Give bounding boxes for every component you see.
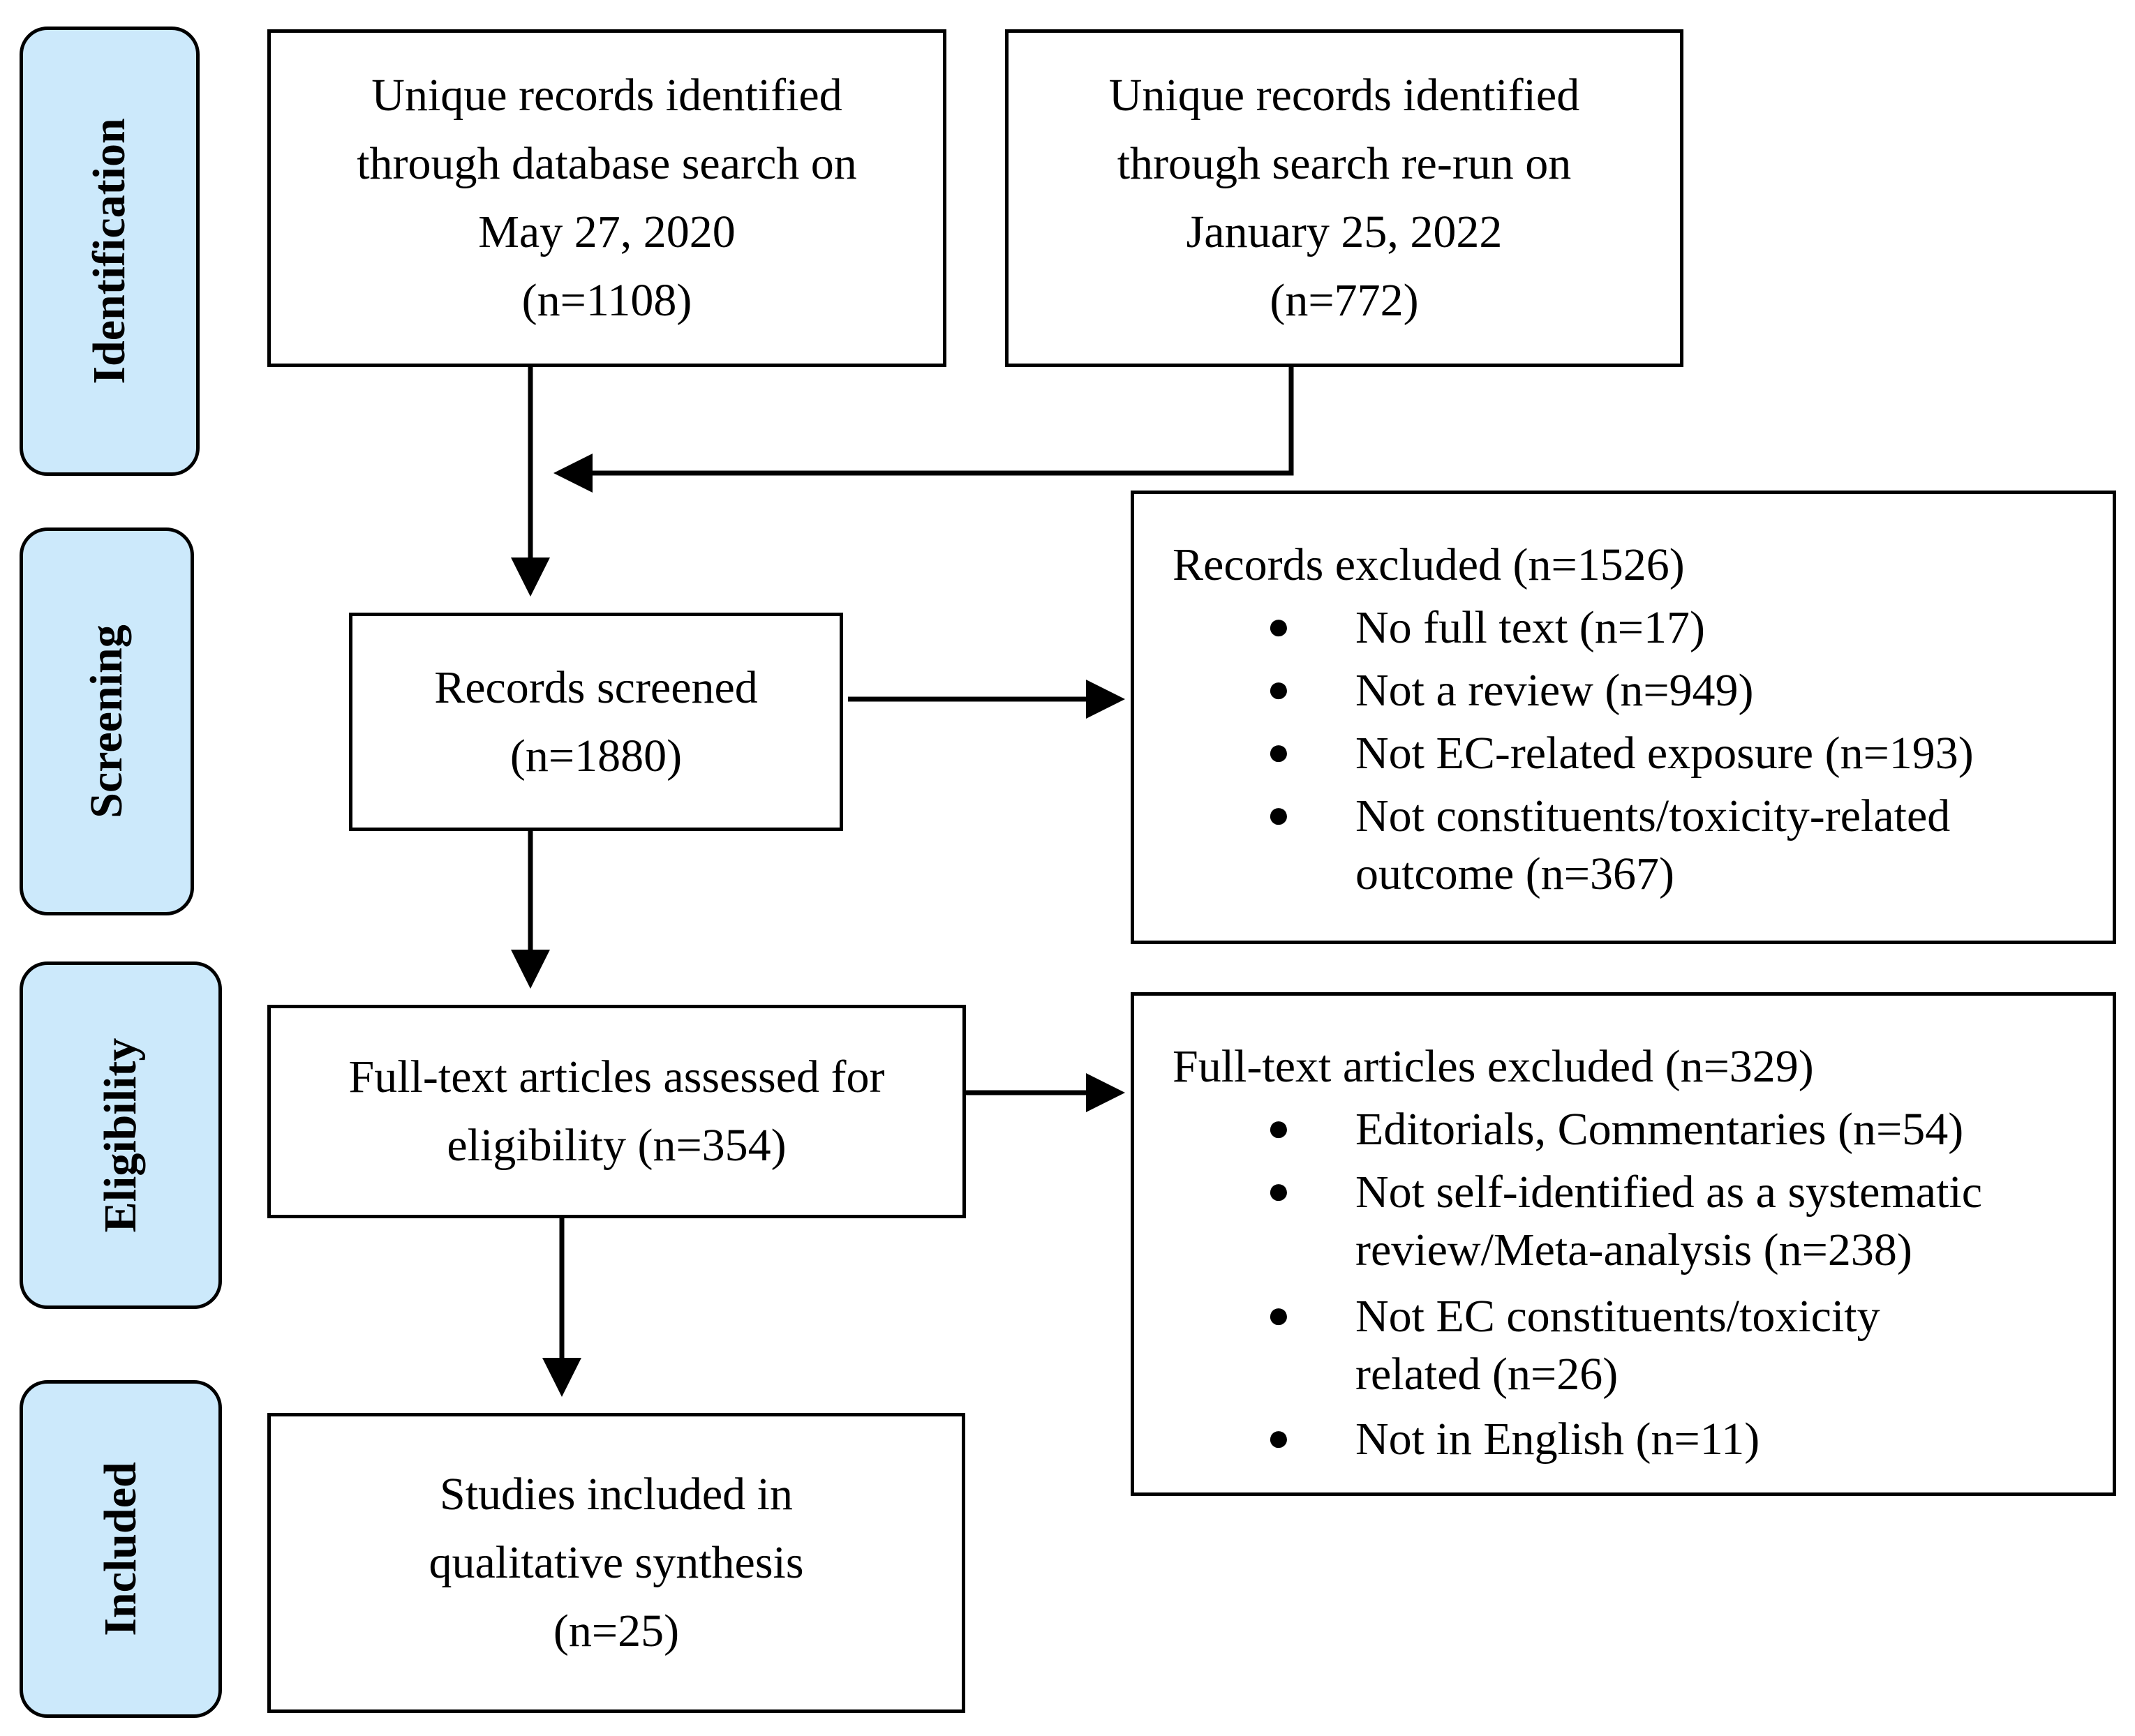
exclusion-reason: Not self-identified as a systematic — [1355, 1167, 1983, 1218]
box-line: Full-text articles assessed for — [348, 1052, 885, 1102]
phase-screening: Screening — [20, 527, 194, 915]
box-line: through database search on — [357, 138, 857, 189]
records-excluded-box: Records excluded (n=1526) ● No full text… — [1131, 491, 2116, 944]
exclusion-reason: Not constituents/toxicity-related — [1355, 791, 1951, 841]
exclusion-reason-cont: review/Meta-analysis (n=238) — [1355, 1225, 1912, 1275]
fulltext-excluded-box: Full-text articles excluded (n=329) ● Ed… — [1131, 992, 2116, 1496]
bullet-icon: ● — [1267, 605, 1290, 648]
phase-included: Included — [20, 1380, 222, 1718]
studies-included-box: Studies included in qualitative synthesi… — [267, 1413, 965, 1713]
bullet-icon: ● — [1267, 1169, 1290, 1213]
exclusion-reason: Not a review (n=949) — [1355, 665, 1754, 716]
bullet-icon: ● — [1267, 793, 1290, 837]
bullet-icon: ● — [1267, 1107, 1290, 1150]
box-line: Unique records identified — [371, 70, 842, 121]
box-line: (n=772) — [1270, 275, 1419, 326]
bullet-icon: ● — [1267, 731, 1290, 774]
box-line: Unique records identified — [1108, 70, 1580, 121]
box-line: May 27, 2020 — [478, 207, 736, 257]
box-line: January 25, 2022 — [1186, 207, 1503, 257]
bullet-icon: ● — [1267, 668, 1290, 711]
records-excluded-title: Records excluded (n=1526) — [1173, 539, 1685, 590]
phase-identification: Identification — [20, 27, 200, 476]
fulltext-assessed-box: Full-text articles assessed for eligibil… — [267, 1005, 966, 1218]
phase-eligibility: Eligibility — [20, 961, 222, 1309]
exclusion-reason: Not EC-related exposure (n=193) — [1355, 728, 1974, 779]
database-search-box: Unique records identified through databa… — [267, 29, 946, 367]
box-line: Records screened — [434, 661, 758, 713]
box-line: through search re-run on — [1117, 138, 1572, 189]
bullet-icon: ● — [1267, 1416, 1290, 1460]
box-line: eligibility (n=354) — [447, 1120, 787, 1171]
box-line: (n=1880) — [509, 730, 683, 781]
exclusion-reason: No full text (n=17) — [1355, 602, 1705, 653]
box-line: Studies included in — [440, 1469, 793, 1520]
box-line: qualitative synthesis — [429, 1537, 804, 1588]
bullet-icon: ● — [1267, 1294, 1290, 1337]
box-line: (n=1108) — [521, 275, 692, 326]
records-screened-box: Records screened (n=1880) — [349, 613, 843, 831]
exclusion-reason-cont: outcome (n=367) — [1355, 848, 1674, 899]
box-line: (n=25) — [553, 1606, 680, 1656]
search-rerun-box: Unique records identified through search… — [1005, 29, 1683, 367]
exclusion-reason: Not in English (n=11) — [1355, 1414, 1760, 1465]
connector-rerun-join — [553, 367, 1294, 493]
exclusion-reason: Not EC constituents/toxicity — [1355, 1291, 1880, 1342]
exclusion-reason: Editorials, Commentaries (n=54) — [1355, 1104, 1964, 1155]
fulltext-excluded-title: Full-text articles excluded (n=329) — [1173, 1041, 1814, 1092]
exclusion-reason-cont: related (n=26) — [1355, 1349, 1619, 1400]
